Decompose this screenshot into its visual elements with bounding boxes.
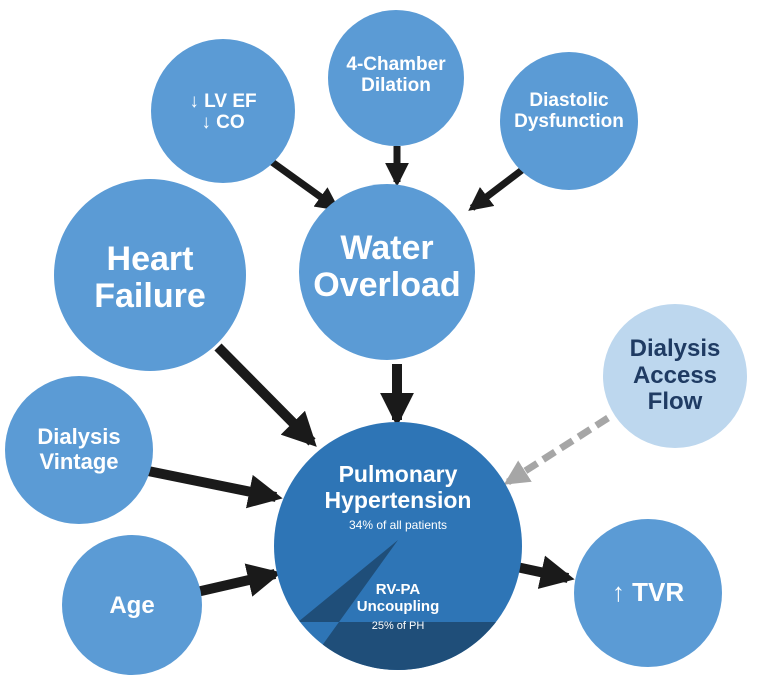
arrow-diastolic-to-water bbox=[468, 167, 525, 211]
arrow-ph-to-tvr bbox=[510, 555, 575, 589]
node-dialysis-vintage bbox=[5, 376, 153, 524]
label-age: Age bbox=[82, 590, 182, 622]
label-tvr: ↑ TVR bbox=[590, 576, 706, 610]
node-dialysis-access-flow bbox=[603, 304, 747, 448]
flow-text: Flow bbox=[647, 388, 703, 416]
label-heart-failure: Heart Failure bbox=[60, 236, 240, 320]
access-dialysis-text: Dialysis bbox=[629, 334, 721, 362]
node-heart-failure bbox=[54, 179, 246, 371]
label-dialysis-access-flow: Dialysis Access Flow bbox=[610, 334, 740, 418]
dilation-text: Dilation bbox=[361, 75, 431, 96]
diastolic-text: Diastolic bbox=[529, 89, 609, 111]
node-diastolic-dysfunction bbox=[500, 52, 638, 190]
label-dialysis-vintage: Dialysis Vintage bbox=[14, 422, 144, 478]
vintage-text: Vintage bbox=[39, 449, 119, 474]
rvpa-text: RV-PA bbox=[375, 581, 421, 599]
uncoupling-text: Uncoupling bbox=[356, 597, 440, 615]
arrow-access-flow-to-ph bbox=[503, 415, 610, 485]
node-4-chamber-dilation bbox=[328, 10, 464, 146]
label-diastolic-dysfunction: Diastolic Dysfunction bbox=[499, 80, 639, 142]
label-4-chamber-dilation: 4-Chamber Dilation bbox=[326, 44, 466, 106]
tvr-text: ↑ TVR bbox=[611, 577, 685, 608]
node-water-overload bbox=[299, 184, 475, 360]
access-text: Access bbox=[632, 361, 718, 389]
ph-prevalence-note: 34% of all patients bbox=[348, 517, 448, 532]
node-tvr bbox=[574, 519, 722, 667]
node-rv-pa-uncoupling bbox=[298, 540, 498, 670]
label-pulmonary-hypertension: Pulmonary Hypertension 34% of all patien… bbox=[298, 455, 498, 539]
label-rv-pa-uncoupling: RV-PA Uncoupling 25% of PH bbox=[333, 576, 463, 638]
water-text: Water bbox=[340, 228, 434, 267]
arrow-lv-to-water bbox=[269, 159, 340, 211]
arrow-heart-failure-to-ph bbox=[214, 343, 317, 447]
failure-text: Failure bbox=[94, 277, 206, 315]
label-lv-ef-co: ↓ LV EF ↓ CO bbox=[163, 82, 283, 142]
dysfunction-text: Dysfunction bbox=[514, 111, 624, 132]
rvpa-prevalence-note: 25% of PH bbox=[371, 619, 425, 632]
heart-text: Heart bbox=[106, 239, 194, 278]
node-age bbox=[62, 535, 202, 675]
vintage-dialysis-text: Dialysis bbox=[37, 424, 121, 450]
overload-text: Overload bbox=[313, 266, 461, 304]
chamber-text: 4-Chamber bbox=[346, 53, 446, 75]
arrow-vintage-to-ph bbox=[147, 466, 283, 509]
pulmonary-text: Pulmonary bbox=[338, 461, 458, 488]
co-text: ↓ CO bbox=[201, 112, 245, 133]
arrow-age-to-ph bbox=[186, 563, 282, 599]
label-water-overload: Water Overload bbox=[302, 224, 472, 310]
hypertension-text: Hypertension bbox=[324, 486, 472, 513]
node-lv-ef-co bbox=[151, 39, 295, 183]
age-text: Age bbox=[109, 591, 155, 619]
lv-ef-text: ↓ LV EF bbox=[189, 90, 257, 112]
